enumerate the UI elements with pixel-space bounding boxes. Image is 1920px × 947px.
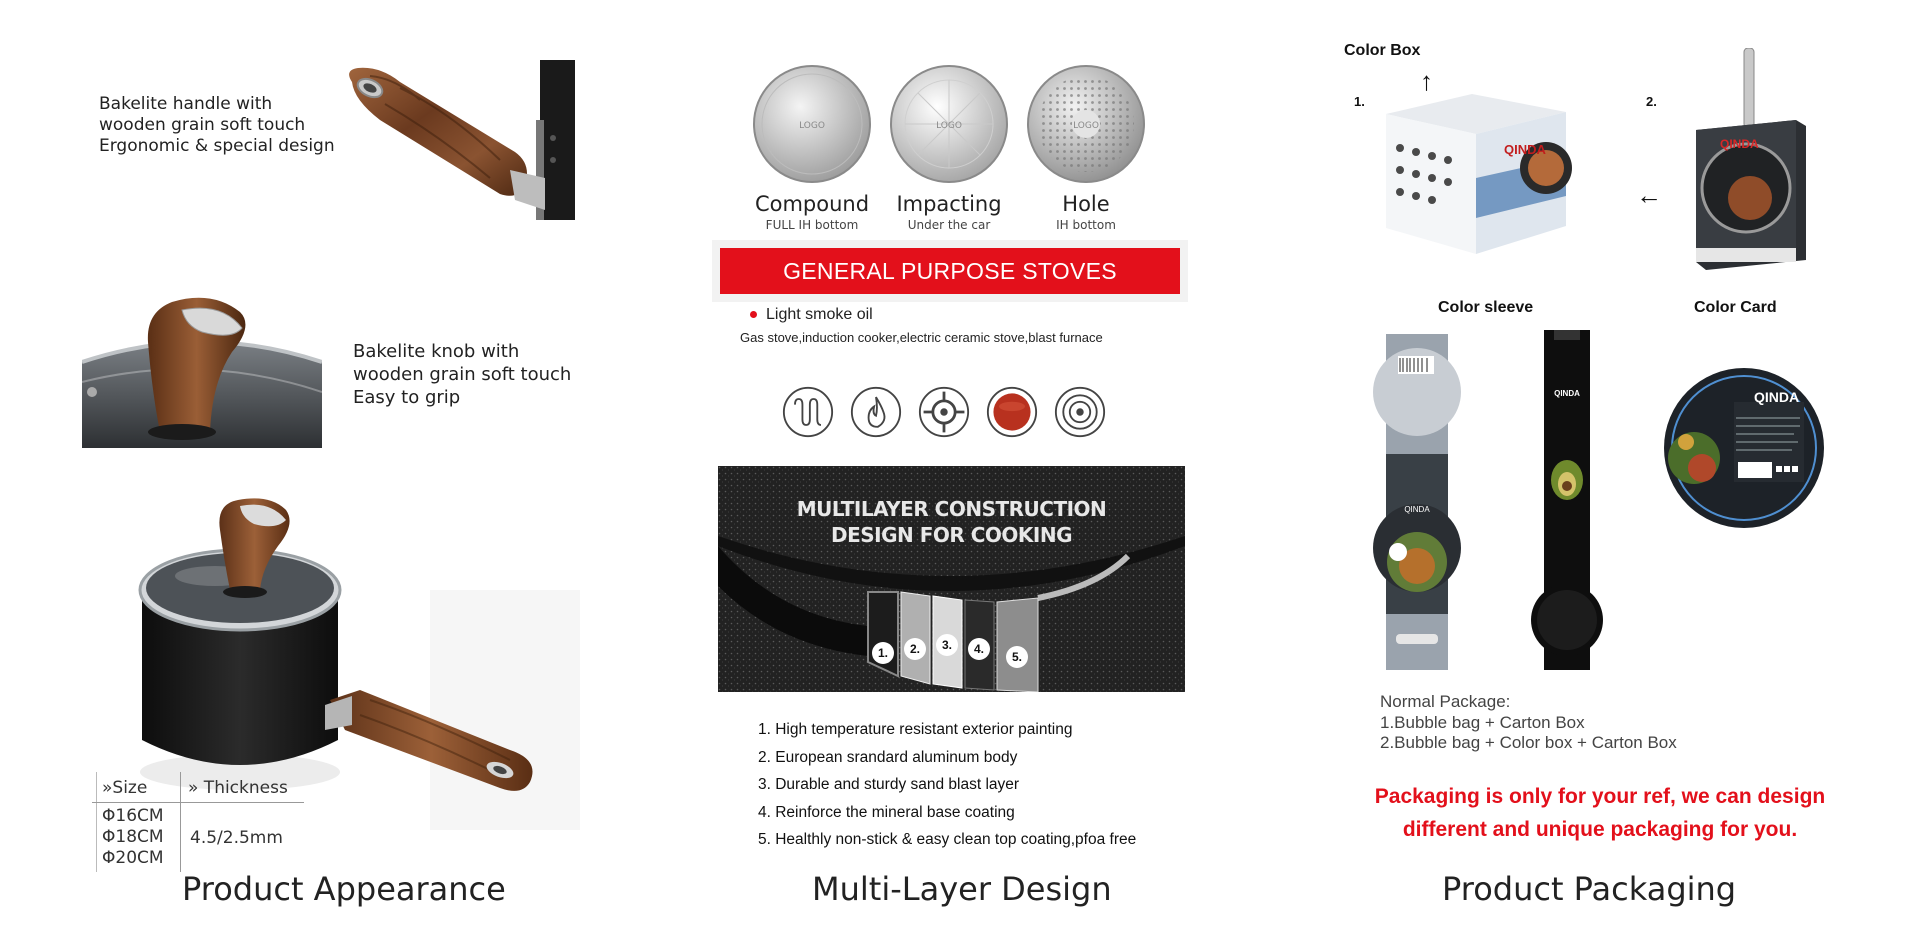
stoves-text: Gas stove,induction cooker,electric cera… xyxy=(740,330,1103,345)
disc-sub: IH bottom xyxy=(1056,218,1116,232)
appearance-caption: Product Appearance xyxy=(182,870,506,908)
disc-label-hole: Hole IH bottom xyxy=(1026,192,1146,232)
color-box-label: Color Box xyxy=(1344,42,1421,59)
knob-feature-text: Bakelite knob with wooden grain soft tou… xyxy=(353,340,571,409)
bullet-row: Light smoke oil xyxy=(750,306,873,324)
color-card-image: QINDA xyxy=(1664,368,1824,528)
layer-num-4: 4. xyxy=(968,638,990,660)
arrow-up-icon: ↑ xyxy=(1420,66,1433,96)
thickness-header: » Thickness xyxy=(188,778,288,798)
option-number-1: 1. xyxy=(1354,94,1365,109)
layer-num-1: 1. xyxy=(872,642,894,664)
multilayer-construction-graphic: MULTILAYER CONSTRUCTION DESIGN FOR COOKI… xyxy=(718,466,1185,692)
size-value: Φ16CM xyxy=(102,806,164,826)
layer-item: 1. High temperature resistant exterior p… xyxy=(758,721,1073,738)
saucepan-image xyxy=(138,498,580,830)
product-appearance-panel: Bakelite handle with wooden grain soft t… xyxy=(0,0,640,947)
packaging-note-line: Packaging is only for your ref, we can d… xyxy=(1374,785,1826,808)
construction-title: MULTILAYER CONSTRUCTION DESIGN FOR COOKI… xyxy=(718,496,1185,548)
lid-knob-image xyxy=(82,282,322,448)
size-value: Φ20CM xyxy=(102,848,164,868)
disc-name: Impacting xyxy=(896,192,1002,216)
general-purpose-banner: GENERAL PURPOSE STOVES xyxy=(720,248,1180,294)
normal-package-text: Normal Package: 1.Bubble bag + Carton Bo… xyxy=(1380,692,1677,754)
color-sleeve-grey-image: QINDA xyxy=(1373,334,1461,670)
handle-feature-line: Ergonomic & special design xyxy=(99,136,335,156)
layer-item: 5. Healthly non-stick & easy clean top c… xyxy=(758,831,1137,848)
multilayer-design-panel: LOGO LOGO LOGO Compound FULL IH bottom I… xyxy=(640,0,1280,947)
sleeve2-brand: QINDA xyxy=(1554,389,1580,398)
color-card-label: Color Card xyxy=(1694,299,1777,316)
disc-label-compound: Compound FULL IH bottom xyxy=(752,192,872,232)
thickness-value: 4.5/2.5mm xyxy=(190,828,283,848)
window-box-brand: QINDA xyxy=(1720,137,1759,151)
size-table: »Size » Thickness Φ16CM Φ18CM Φ20CM 4.5/… xyxy=(92,772,312,872)
disc-logo: LOGO xyxy=(799,121,825,131)
packaging-caption: Product Packaging xyxy=(1442,870,1737,908)
normal-package-option: 2.Bubble bag + Color box + Carton Box xyxy=(1380,733,1677,752)
ceramic-plate-icon xyxy=(986,386,1038,438)
color-sleeve-black-image: QINDA xyxy=(1531,330,1603,670)
handle-image xyxy=(349,60,575,220)
window-box-image: QINDA xyxy=(1696,48,1806,270)
box-brand: QINDA xyxy=(1504,142,1547,157)
disc-sub: FULL IH bottom xyxy=(765,218,859,232)
disc-logo: LOGO xyxy=(1073,121,1099,131)
induction-coil-icon xyxy=(782,386,834,438)
handle-feature-line: Bakelite handle with xyxy=(99,94,273,114)
knob-feature-line: Easy to grip xyxy=(353,387,461,408)
sleeve-brand: QINDA xyxy=(1404,505,1430,514)
bullet-dot-icon xyxy=(750,311,757,319)
compound-disc-image: LOGO xyxy=(753,65,871,183)
knob-feature-line: wooden grain soft touch xyxy=(353,364,572,385)
packaging-note: Packaging is only for your ref, we can d… xyxy=(1280,780,1920,846)
product-packaging-panel: Color Box 1. 2. ↑ ← QINDA QINDA Color sl… xyxy=(1280,0,1920,947)
disc-logo: LOGO xyxy=(936,121,962,131)
layer-list: 1. High temperature resistant exterior p… xyxy=(758,716,1136,854)
card-brand: QINDA xyxy=(1754,389,1799,405)
disc-name: Hole xyxy=(1062,192,1110,216)
layer-item: 4. Reinforce the mineral base coating xyxy=(758,803,1015,821)
layer-num-5: 5. xyxy=(1006,646,1028,668)
bullet-text: Light smoke oil xyxy=(766,306,873,323)
layer-item: 2. European srandard aluminum body xyxy=(758,748,1018,766)
hole-disc-image: LOGO xyxy=(1027,65,1145,183)
packaging-note-line: different and unique packaging for you. xyxy=(1402,818,1798,841)
handle-feature-text: Bakelite handle with wooden grain soft t… xyxy=(99,94,335,157)
layer-item: 3. Durable and sturdy sand blast layer xyxy=(758,776,1020,793)
disc-name: Compound xyxy=(754,192,870,216)
normal-package-option: 1.Bubble bag + Carton Box xyxy=(1380,712,1585,732)
layer-num-2: 2. xyxy=(904,638,926,660)
construction-title-line: DESIGN FOR COOKING xyxy=(830,523,1073,547)
gas-burner-icon xyxy=(918,386,970,438)
disc-sub: Under the car xyxy=(907,218,991,232)
option-number-2: 2. xyxy=(1646,94,1657,109)
multilayer-caption: Multi-Layer Design xyxy=(812,870,1112,908)
size-value: Φ18CM xyxy=(102,827,164,847)
normal-package-title: Normal Package: xyxy=(1380,692,1511,711)
disc-label-impacting: Impacting Under the car xyxy=(889,192,1009,232)
electric-hob-icon xyxy=(1054,386,1106,438)
size-header: »Size xyxy=(102,778,148,798)
size-list: Φ16CM Φ18CM Φ20CM xyxy=(102,806,164,869)
color-box-image: QINDA xyxy=(1386,94,1572,254)
construction-title-line: MULTILAYER CONSTRUCTION xyxy=(796,497,1107,521)
knob-feature-line: Bakelite knob with xyxy=(353,341,520,362)
flame-icon xyxy=(850,386,902,438)
arrow-left-icon: ← xyxy=(1636,180,1662,210)
color-sleeve-label: Color sleeve xyxy=(1438,299,1534,316)
handle-feature-line: wooden grain soft touch xyxy=(99,115,306,135)
impacting-disc-image: LOGO xyxy=(890,65,1008,183)
layer-num-3: 3. xyxy=(936,634,958,656)
